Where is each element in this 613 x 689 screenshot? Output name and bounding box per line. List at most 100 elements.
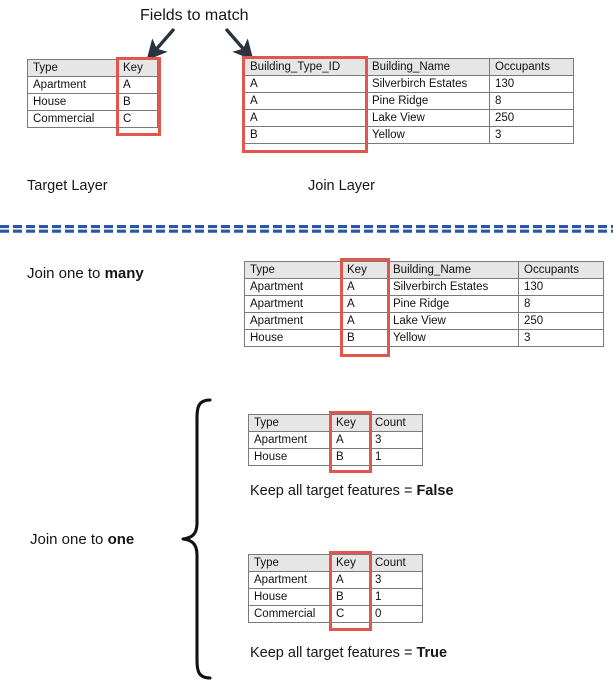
table-row: House B 1 [248,588,423,606]
table-row: A Pine Ridge 8 [244,92,574,110]
dashed-divider-icon [0,220,613,233]
join-one-to-one-label: Join one to one [30,531,135,549]
cell-occupants: 3 [489,126,574,144]
table-header-row: Type Key [27,59,158,77]
keep-all-false-value: False [416,483,454,499]
table-header-row: Type Key Building_Name Occupants [244,261,604,279]
cell-count: 3 [369,431,423,449]
arrow-down-right-icon [224,27,254,61]
one-to-one-false-table-wrap: Type Key Count Apartment A 3 House B 1 [248,411,423,473]
cell-building-name: Silverbirch Estates [366,75,490,93]
keep-all-true-caption: Keep all target features = True [250,645,447,661]
keep-all-prefix-text: Keep all target features = [250,483,417,499]
table-row: Commercial C 0 [248,605,423,623]
cell-building-type-id: A [244,109,367,127]
table-header-row: Type Key Count [248,414,423,432]
col-header-type: Type [27,59,118,77]
join-layer-caption: Join Layer [308,178,375,194]
one-to-one-true-table-wrap: Type Key Count Apartment A 3 House B 1 C… [248,551,423,631]
cell-key: B [117,93,158,111]
table-header-row: Building_Type_ID Building_Name Occupants [244,58,574,76]
join-one-to-many-emphasis: many [104,265,144,282]
cell-type: Apartment [248,431,331,449]
col-header-type: Type [248,414,331,432]
join-layer-table-wrap: Building_Type_ID Building_Name Occupants… [242,56,574,153]
cell-count: 0 [369,605,423,623]
target-layer-table: Type Key Apartment A House B Commercial … [27,59,158,128]
col-header-building-name: Building_Name [366,58,490,76]
cell-count: 3 [369,571,423,589]
cell-type: House [248,448,331,466]
cell-key: A [341,278,388,296]
col-header-type: Type [248,554,331,572]
col-header-count: Count [369,554,423,572]
cell-building-name: Lake View [366,109,490,127]
cell-occupants: 130 [489,75,574,93]
cell-key: B [330,448,370,466]
target-layer-table-wrap: Type Key Apartment A House B Commercial … [27,57,161,136]
join-one-to-many-label: Join one to many [27,265,144,283]
col-header-key: Key [341,261,388,279]
col-header-occupants: Occupants [518,261,604,279]
col-header-key: Key [330,554,370,572]
join-one-to-one-emphasis: one [107,531,135,548]
cell-occupants: 3 [518,329,604,347]
cell-key: B [330,588,370,606]
cell-key: C [117,110,158,128]
one-to-one-true-table: Type Key Count Apartment A 3 House B 1 C… [248,554,423,623]
cell-type: Commercial [27,110,118,128]
cell-building-type-id: B [244,126,367,144]
cell-building-name: Yellow [366,126,490,144]
table-row: Commercial C [27,110,158,128]
keep-all-prefix-text: Keep all target features = [250,645,417,661]
col-header-count: Count [369,414,423,432]
table-row: House B 1 [248,448,423,466]
table-row: Apartment A 3 [248,571,423,589]
col-header-key: Key [117,59,158,77]
cell-building-name: Yellow [387,329,519,347]
table-row: A Lake View 250 [244,109,574,127]
table-row: House B [27,93,158,111]
table-row: B Yellow 3 [244,126,574,144]
cell-key: A [330,431,370,449]
table-row: Apartment A 3 [248,431,423,449]
cell-building-type-id: A [244,92,367,110]
table-row: Apartment A Silverbirch Estates 130 [244,278,604,296]
one-to-one-false-table: Type Key Count Apartment A 3 House B 1 [248,414,423,466]
cell-key: A [341,295,388,313]
table-row: Apartment A [27,76,158,94]
table-row: Apartment A Pine Ridge 8 [244,295,604,313]
fields-to-match-label: Fields to match [140,7,249,24]
col-header-occupants: Occupants [489,58,574,76]
cell-building-name: Pine Ridge [366,92,490,110]
table-row: Apartment A Lake View 250 [244,312,604,330]
cell-occupants: 250 [518,312,604,330]
cell-count: 1 [369,588,423,606]
col-header-type: Type [244,261,342,279]
cell-type: House [248,588,331,606]
join-one-to-many-prefix: Join one to [27,265,105,282]
table-row: A Silverbirch Estates 130 [244,75,574,93]
cell-occupants: 8 [518,295,604,313]
cell-building-name: Lake View [387,312,519,330]
arrow-down-left-icon [146,27,176,61]
table-row: House B Yellow 3 [244,329,604,347]
cell-type: Apartment [244,278,342,296]
table-header-row: Type Key Count [248,554,423,572]
col-header-key: Key [330,414,370,432]
cell-type: House [27,93,118,111]
join-layer-table: Building_Type_ID Building_Name Occupants… [244,58,574,144]
cell-type: Commercial [248,605,331,623]
keep-all-false-caption: Keep all target features = False [250,483,454,499]
cell-key: A [117,76,158,94]
target-layer-caption: Target Layer [27,178,108,194]
cell-occupants: 8 [489,92,574,110]
col-header-building-name: Building_Name [387,261,519,279]
cell-type: House [244,329,342,347]
one-to-many-result-table-wrap: Type Key Building_Name Occupants Apartme… [244,258,604,357]
cell-type: Apartment [244,312,342,330]
col-header-building-type-id: Building_Type_ID [244,58,367,76]
join-one-to-one-prefix: Join one to [30,531,108,548]
cell-key: A [330,571,370,589]
